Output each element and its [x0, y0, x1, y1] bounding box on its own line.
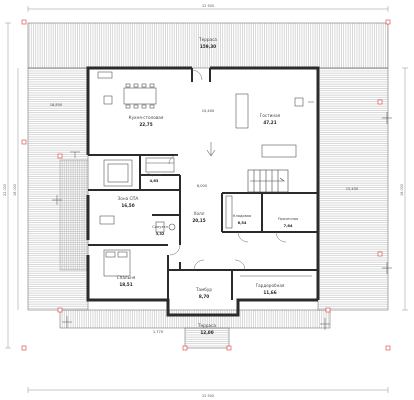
- railing-markers: [52, 101, 392, 330]
- top-terrace-area: 159,30: [200, 44, 216, 49]
- axis-markers: [21, 19, 391, 351]
- room-bedroom-name: Спальня: [117, 275, 136, 280]
- room-living-name: Гостиная: [260, 113, 281, 118]
- bottom-overall-dimension: 22 500: [202, 394, 214, 398]
- doors: [168, 69, 287, 271]
- room-laundry-name: Прачечная: [278, 217, 298, 221]
- room-kitchen-area: 22,75: [139, 122, 152, 127]
- staircase: [247, 169, 289, 193]
- room-hall-name: Холл: [194, 211, 205, 216]
- room-vestibule-area: 8,70: [199, 294, 209, 299]
- room-bedroom-area: 18,51: [119, 282, 132, 287]
- room-labels: Кухня-столовая 22,75 Гостиная 47,21 Парн…: [117, 113, 299, 335]
- room-porch-name: Терраса: [197, 323, 216, 328]
- left-inner-dimension: 16 000: [13, 184, 17, 196]
- room-spa-area: 16,50: [121, 203, 134, 208]
- room-pantry-name: Кладовая: [233, 214, 251, 218]
- mid-level-mark: 8,000: [197, 184, 208, 188]
- right-terrace-mark: 15,450: [346, 187, 359, 191]
- room-spa-name: Зона СПА: [118, 196, 139, 201]
- room-wardrobe-area: 11,66: [263, 290, 276, 295]
- room-kitchen-name: Кухня-столовая: [129, 115, 164, 120]
- room-shower-name: Санузел: [152, 225, 168, 229]
- room-porch-area: 12,00: [200, 330, 213, 335]
- dimension-lines: [5, 6, 408, 393]
- room-vestibule-name: Тамбур: [195, 287, 212, 292]
- left-overall-dimension: 22 000: [3, 184, 7, 196]
- bottom-terrace-mark: 1,770: [153, 330, 164, 334]
- room-shower-area: 3,32: [156, 232, 165, 236]
- left-terrace-mark: 18,850: [50, 103, 63, 107]
- exterior-walls: [86, 66, 320, 317]
- center-level-mark: 10,400: [202, 109, 215, 113]
- room-living-area: 47,21: [263, 120, 276, 125]
- room-hall-area: 20,15: [192, 218, 205, 223]
- room-pantry-area: 6,54: [238, 221, 247, 225]
- furniture: [97, 71, 312, 277]
- room-laundry-area: 7,64: [284, 224, 293, 228]
- right-overall-dimension: 16 000: [400, 184, 404, 196]
- room-wardrobe-name: Гардеробная: [256, 283, 285, 288]
- room-sauna-area: 4,63: [150, 179, 159, 183]
- top-overall-dimension: 22 500: [202, 4, 214, 8]
- interior-walls: [88, 68, 318, 300]
- terrace-deck: [27, 22, 389, 349]
- top-terrace-name: Терраса: [198, 37, 217, 42]
- room-sauna-name: Парная: [147, 173, 161, 177]
